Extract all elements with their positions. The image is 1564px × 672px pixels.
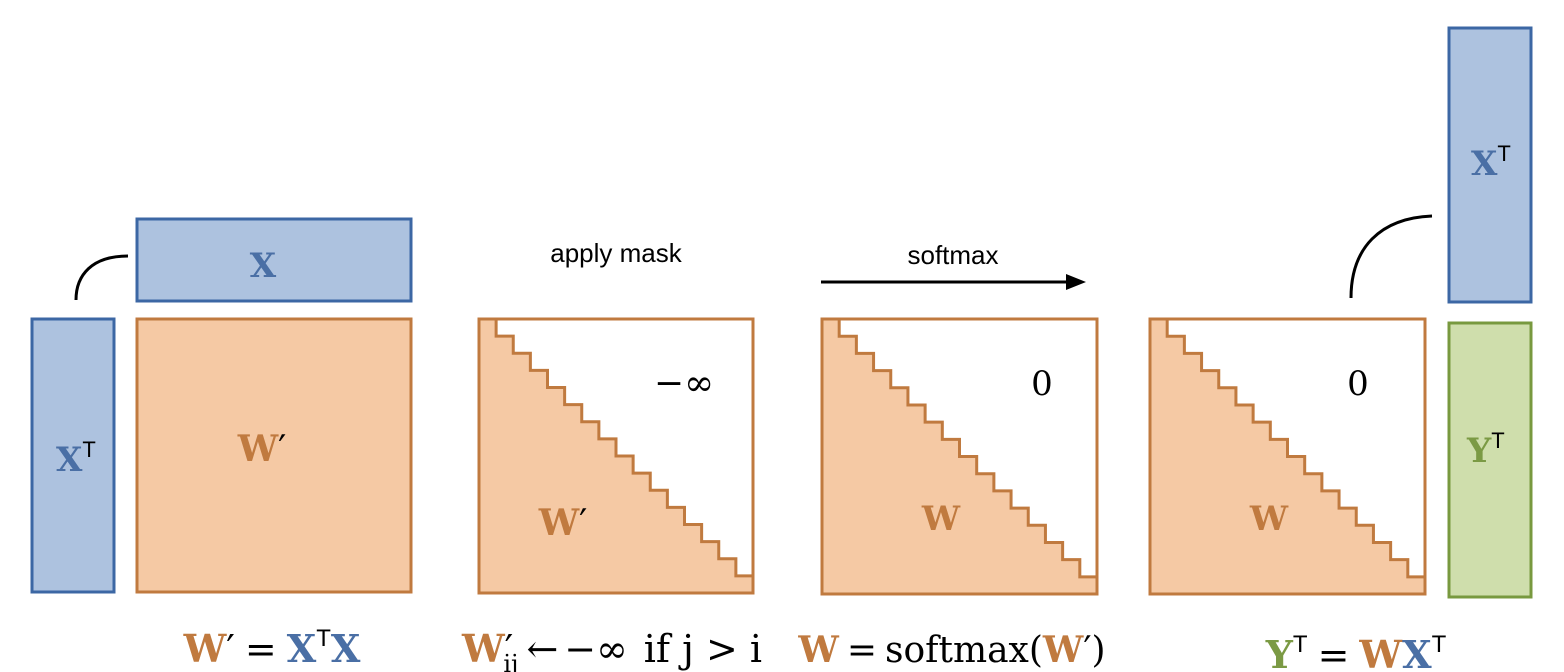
output-xt-matrix-box <box>1447 26 1533 304</box>
mask-neg-infinity: −∞ <box>654 363 714 404</box>
output-w-label: W <box>1249 499 1289 539</box>
equation-mask-rule: W′ij←−∞if j > i <box>461 626 762 672</box>
xt-matrix-box <box>30 317 116 594</box>
softmax-lower-triangle <box>820 317 1099 596</box>
output-zero: 0 <box>1347 364 1369 404</box>
apply-mask-title: apply mask <box>550 238 682 268</box>
output-lower-triangle <box>1148 317 1427 596</box>
equation-softmax: W=softmax(W′) <box>797 629 1105 671</box>
panel-matrix-product: X XT W′ W′=XTX <box>30 217 413 671</box>
x-matrix-label: X <box>250 246 277 286</box>
w-prime-matrix-box <box>135 317 413 594</box>
equation-output: YT=WXT <box>1265 631 1447 672</box>
softmax-title: softmax <box>907 240 998 270</box>
softmax-w-label: W <box>921 499 961 539</box>
panel-output: 0 W XT YT YT=WXT <box>1148 26 1533 672</box>
panel-softmax: softmax 0 W W=softmax(W′) <box>797 240 1105 671</box>
masked-w-prime-label: W′ <box>538 502 588 544</box>
softmax-zero: 0 <box>1031 364 1053 404</box>
yt-matrix-box <box>1447 321 1533 599</box>
xt-matrix-label: XT <box>56 437 96 480</box>
softmax-arrowhead <box>1066 274 1086 290</box>
connector-arc-2 <box>1349 214 1433 299</box>
output-xt-label: XT <box>1471 141 1511 184</box>
w-prime-matrix-label: W′ <box>237 428 287 470</box>
x-matrix-box <box>135 217 413 303</box>
panel-apply-mask: apply mask −∞ W′ W′ij←−∞if j > i <box>461 238 762 672</box>
connector-arc-1 <box>74 254 129 301</box>
yt-matrix-label: YT <box>1466 428 1505 471</box>
equation-w-prime: W′=XTX <box>183 625 361 671</box>
masked-lower-triangle <box>477 317 755 595</box>
